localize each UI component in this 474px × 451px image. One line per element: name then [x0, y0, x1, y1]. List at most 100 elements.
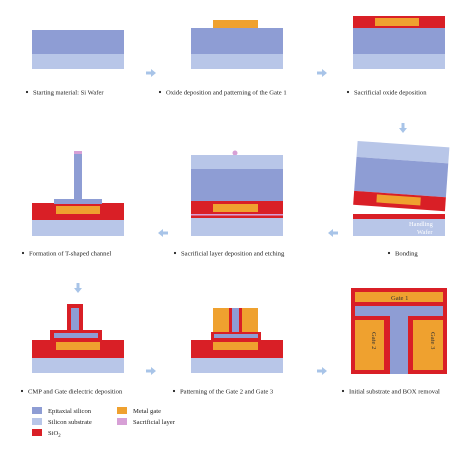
epitaxial-silicon-layer [32, 30, 124, 54]
arrow-shape [158, 229, 168, 237]
gate2-metal [213, 308, 229, 336]
step-7-cmp-dielectric [32, 304, 124, 373]
caption-bullet [172, 389, 176, 393]
silicon-substrate-layer [32, 220, 124, 236]
caption-bullet [25, 90, 29, 94]
legend-swatch-sio2 [32, 429, 42, 436]
arrow-left-1 [158, 229, 168, 237]
sacrificial-particle [232, 150, 238, 156]
caption-step-8: Patterning of the Gate 2 and Gate 3 [180, 389, 274, 396]
caption-bullet [173, 251, 177, 255]
arrow-down-2 [74, 283, 82, 293]
arrow-shape [399, 123, 407, 133]
legend-label-metal-gate: Metal gate [133, 408, 161, 415]
legend-swatch-silicon-substrate [32, 418, 42, 425]
epitaxial-silicon-bar [54, 199, 102, 204]
arrow-shape [146, 367, 156, 375]
arrow-right-2 [317, 69, 327, 77]
legend-swatch-metal-gate [117, 407, 127, 414]
channel-fin [74, 151, 82, 201]
handling-wafer-oxide [353, 214, 445, 219]
gate1-metal [213, 204, 258, 212]
arrow-shape [146, 69, 156, 77]
epitaxial-silicon-layer [191, 169, 283, 201]
legend-swatch-sacrificial-layer [117, 418, 127, 425]
step-1-starting-wafer [32, 30, 124, 69]
step-4-t-channel [32, 151, 124, 236]
gate1-metal [375, 18, 419, 26]
legend-label-silicon-substrate: Silicon substrate [48, 419, 92, 426]
gate3-region [413, 320, 443, 370]
step-2-gate1-patterning [191, 20, 283, 69]
step-5-sacrificial-layer [191, 150, 283, 236]
silicon-substrate-layer [32, 54, 124, 69]
handling-wafer [353, 219, 445, 236]
arrow-down-1 [399, 123, 407, 133]
gate1-metal [376, 194, 421, 206]
gate2-region [355, 320, 384, 370]
epitaxial-silicon-layer [353, 28, 445, 54]
caption-bullet [346, 90, 350, 94]
epitaxial-silicon-layer [191, 28, 283, 54]
step-6-bonding: Handling Wafer [353, 140, 450, 236]
gate1-metal [213, 342, 258, 350]
arrow-shape [317, 69, 327, 77]
legend-label-sacrificial-layer: Sacrificial layer [133, 419, 176, 426]
channel-stem [390, 316, 408, 374]
silicon-substrate-top [356, 140, 450, 164]
legend: Epitaxial silicon Metal gate Silicon sub… [32, 407, 176, 439]
handling-label: Handling [409, 221, 434, 228]
gate1-metal [213, 20, 258, 28]
sacrificial-cap [74, 151, 82, 154]
caption-step-9: Initial substrate and BOX removal [349, 389, 440, 396]
arrow-shape [74, 283, 82, 293]
caption-bullet [387, 251, 391, 255]
legend-label-epitaxial-silicon: Epitaxial silicon [48, 408, 92, 415]
caption-step-4: Formation of T-shaped channel [29, 251, 111, 258]
arrow-right-3 [146, 367, 156, 375]
channel-bar [54, 333, 98, 338]
arrow-right-1 [146, 69, 156, 77]
caption-step-7: CMP and Gate dielectric deposition [28, 389, 123, 396]
silicon-substrate-layer [32, 358, 124, 373]
legend-swatch-epitaxial-silicon [32, 407, 42, 414]
sacrificial-line [191, 214, 283, 216]
caption-bullet [341, 389, 345, 393]
channel-stem [71, 308, 79, 334]
caption-step-2: Oxide deposition and patterning of the G… [166, 90, 287, 97]
caption-step-6: Bonding [395, 251, 418, 258]
silicon-substrate-layer [191, 54, 283, 69]
channel-bar [355, 306, 443, 316]
caption-step-5: Sacrificial layer deposition and etching [181, 251, 285, 258]
epitaxial-silicon-layer [354, 156, 449, 198]
channel-stem [232, 308, 239, 336]
caption-bullet [21, 251, 25, 255]
gate1-region [355, 292, 443, 302]
caption-step-1: Starting material: Si Wafer [33, 90, 104, 97]
gate2-label: Gate 2 [370, 332, 377, 349]
arrow-left-2 [328, 229, 338, 237]
silicon-substrate-top [191, 155, 283, 169]
captions: Starting material: Si Wafer Oxide deposi… [20, 90, 440, 396]
subscript: 2 [58, 434, 61, 439]
gate1-metal [56, 206, 100, 214]
step-9-final-structure: Gate 1 Gate 2 Gate 3 [351, 288, 447, 374]
arrow-shape [328, 229, 338, 237]
legend-label-sio2: SiO2 [48, 430, 61, 439]
silicon-substrate-layer [191, 358, 283, 373]
step-8-gate2-gate3 [191, 308, 283, 373]
gate3-label: Gate 3 [429, 332, 436, 350]
silicon-substrate-layer [353, 54, 445, 69]
arrow-right-4 [317, 367, 327, 375]
arrow-shape [317, 367, 327, 375]
gate1-metal [56, 342, 100, 350]
caption-bullet [20, 389, 24, 393]
gate3-metal [242, 308, 258, 336]
channel-bar [214, 334, 258, 338]
silicon-substrate-layer [191, 218, 283, 236]
wafer-label: Wafer [417, 229, 433, 236]
caption-step-3: Sacrificial oxide deposition [354, 90, 427, 97]
step-3-sacrificial-oxide [353, 16, 445, 69]
caption-bullet [158, 90, 162, 94]
